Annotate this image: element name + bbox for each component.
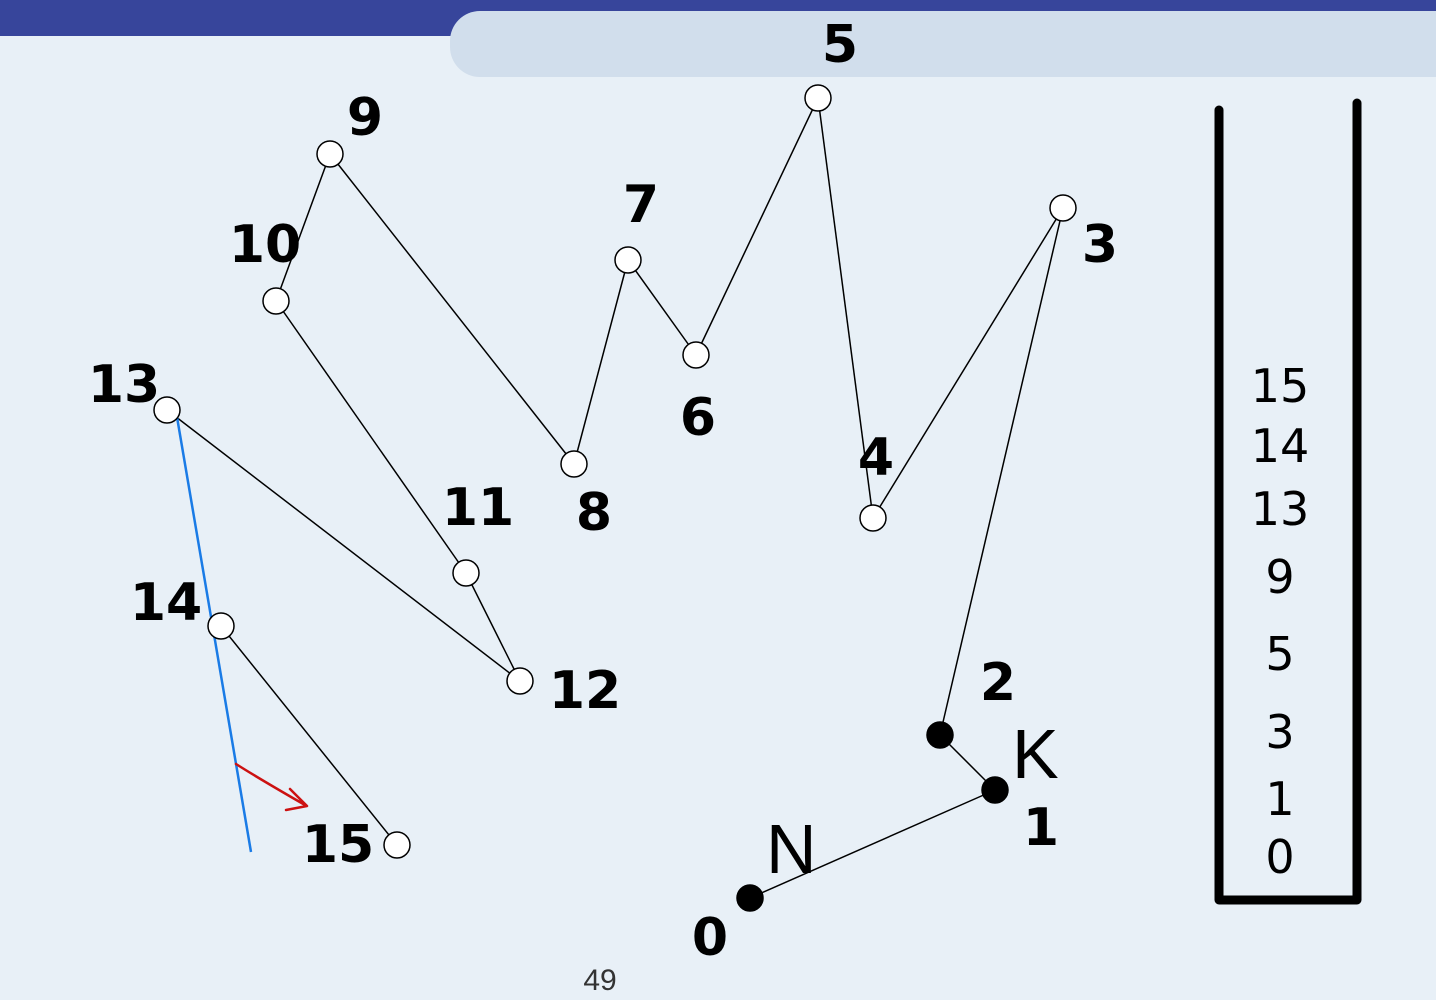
turn-direction-arrow [234,762,309,812]
stack-entry-15: 15 [1251,359,1310,413]
vertex-label-15: 15 [302,815,374,875]
edge-3-4 [872,207,1064,519]
stack-container [1214,98,1362,905]
k-label: K [1012,715,1059,793]
stack-entry-5: 5 [1265,627,1294,681]
vertex-8 [560,450,588,478]
vertex-label-5: 5 [822,15,858,75]
vertex-label-2: 2 [980,653,1016,713]
vertex-13 [153,396,181,424]
edge-8-9 [329,153,575,465]
vertex-label-7: 7 [623,175,659,235]
stack-entry-13: 13 [1251,482,1310,536]
vertex-label-3: 3 [1082,215,1118,275]
vertex-label-4: 4 [858,428,894,488]
n-label: N [766,810,817,888]
edge-5-6 [695,97,819,356]
polygon-vertices [153,84,1077,912]
vertex-14 [207,612,235,640]
vertex-label-6: 6 [680,388,716,448]
vertex-4 [859,504,887,532]
vertex-label-13: 13 [88,355,160,415]
edge-7-8 [573,259,629,465]
vertex-11 [452,559,480,587]
edge-12-13 [166,409,521,682]
polygon-edges [166,97,1064,899]
edge-11-12 [465,572,521,682]
vertex-label-9: 9 [347,88,383,148]
stack-entry-1: 1 [1265,772,1294,826]
stack-entry-3: 3 [1265,705,1294,759]
vertex-label-1: 1 [1023,798,1059,858]
edge-0-1 [749,789,996,899]
vertex-label-12: 12 [549,661,621,721]
vertex-0 [736,884,764,912]
stack-entry-0: 0 [1265,830,1294,884]
vertex-label-8: 8 [576,483,612,543]
stack-entry-9: 9 [1265,550,1294,604]
vertex-label-14: 14 [130,573,202,633]
edge-4-5 [817,97,874,519]
vertex-10 [262,287,290,315]
vertex-12 [506,667,534,695]
vertex-label-0: 0 [692,908,728,968]
edge-14-15 [220,625,398,846]
vertex-15 [383,831,411,859]
vertex-2 [926,721,954,749]
vertex-label-11: 11 [442,478,514,538]
edge-6-7 [627,259,697,356]
vertex-5 [804,84,832,112]
stack-contents: 15 14 13 9 5 3 10 [1251,359,1310,884]
vertex-9 [316,140,344,168]
edge-2-3 [939,207,1064,736]
edge-10-11 [275,300,467,574]
vertex-6 [682,341,710,369]
vertex-label-10: 10 [229,215,301,275]
page-number: 49 [583,964,617,997]
stack-entry-14: 14 [1251,419,1310,473]
title-banner [450,11,1436,77]
vertex-1 [981,776,1009,804]
vertex-3 [1049,194,1077,222]
edge-9-10 [275,153,331,302]
vertex-7 [614,246,642,274]
